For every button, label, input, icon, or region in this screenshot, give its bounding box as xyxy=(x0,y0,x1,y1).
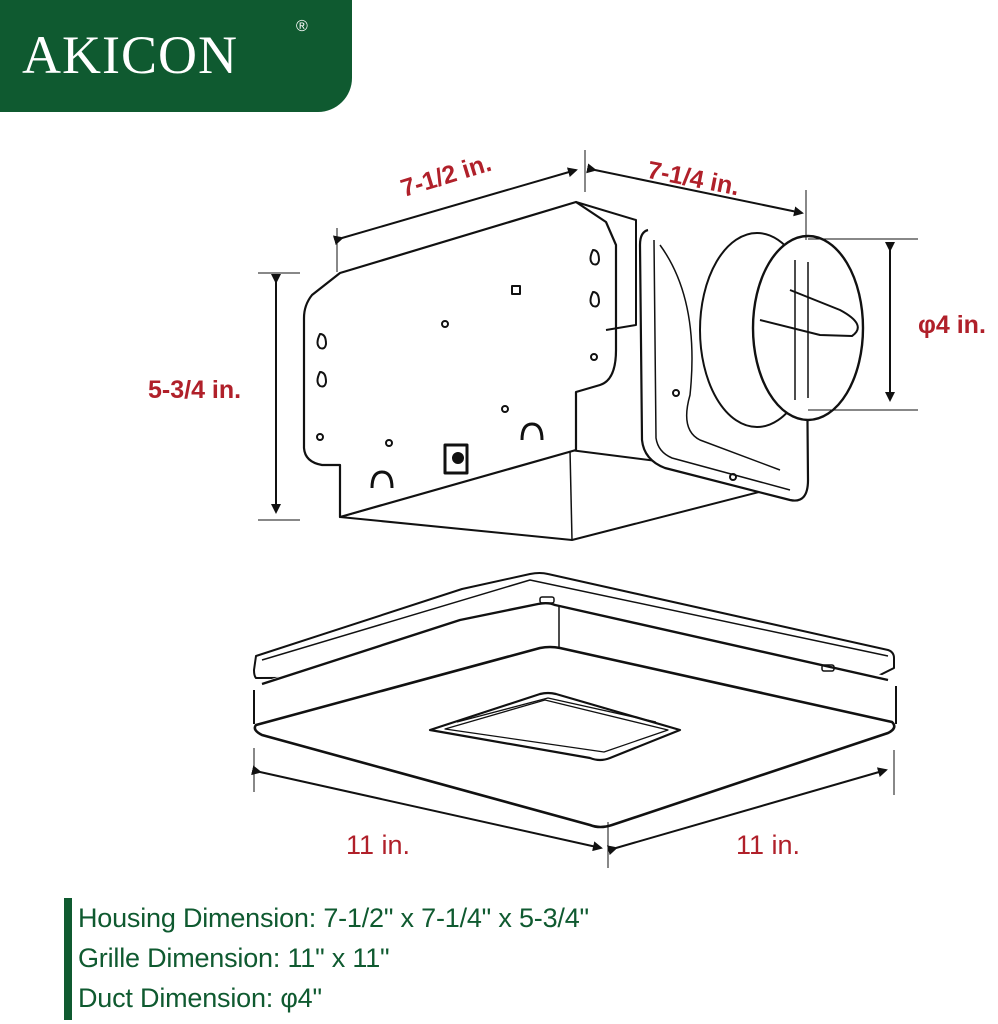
housing-drawing xyxy=(302,200,865,541)
duct-diameter-label: φ4 in. xyxy=(918,311,986,339)
brand-logo-banner: AKICON ® xyxy=(0,0,352,112)
grille-right-width-label: 11 in. xyxy=(736,830,801,860)
dimension-specs-list: Housing Dimension: 7-1/2" x 7-1/4" x 5-3… xyxy=(64,898,589,1020)
grille-left-width-label: 11 in. xyxy=(346,830,411,860)
housing-dimension-lines xyxy=(258,150,918,521)
registered-mark: ® xyxy=(296,18,308,35)
duct-dimension-spec: Duct Dimension: φ4" xyxy=(78,983,322,1013)
grille-drawing xyxy=(253,572,897,829)
grille-dimension-lines xyxy=(251,748,895,868)
brand-logo-text: AKICON xyxy=(22,25,238,85)
housing-height-label: 5-3/4 in. xyxy=(148,376,242,404)
housing-dimension-spec: Housing Dimension: 7-1/2" x 7-1/4" x 5-3… xyxy=(78,903,589,933)
grille-dimension-spec: Grille Dimension: 11" x 11" xyxy=(78,943,390,973)
